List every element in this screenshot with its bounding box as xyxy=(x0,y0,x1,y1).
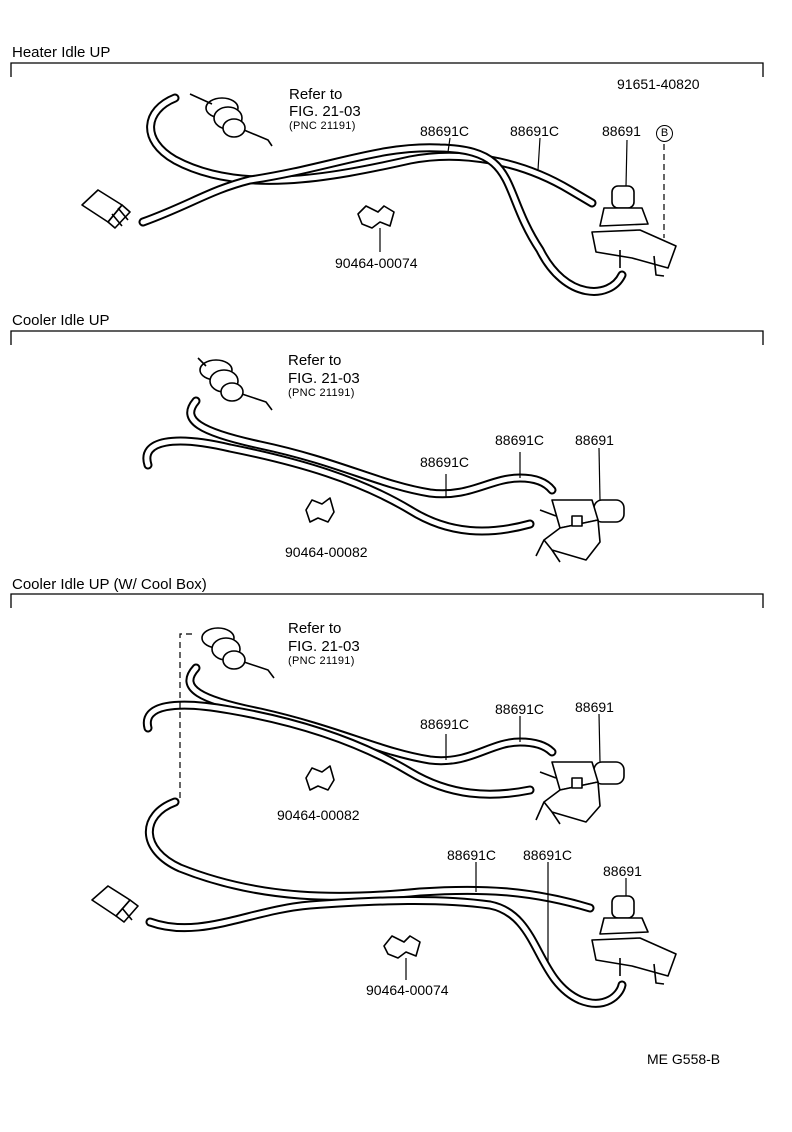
pnc-reference: (PNC 21191) xyxy=(288,387,355,399)
bolt-badge: B xyxy=(656,125,673,142)
cooler-idle-actuator-icon xyxy=(197,357,273,411)
heater-hoses xyxy=(138,93,627,296)
cooler-clip-icon xyxy=(305,497,335,523)
heater-clip-icon xyxy=(357,205,395,252)
section-frame-cooler xyxy=(10,330,764,345)
coolbox-clip2-icon xyxy=(383,935,421,980)
refer-to-label: Refer to xyxy=(288,620,342,637)
coolbox-upper-hoses xyxy=(142,663,557,799)
heater-vsv-icon xyxy=(591,185,677,277)
section-frame-heater xyxy=(10,62,764,77)
part-number-vsv: 88691 xyxy=(575,699,614,715)
coolbox-lower-hoses xyxy=(144,797,627,1008)
heater-idle-actuator-icon xyxy=(189,93,273,147)
part-number-hose-c: 88691C xyxy=(447,847,497,863)
part-number-clip2: 90464-00074 xyxy=(366,982,449,998)
part-number-hose-d: 88691C xyxy=(523,847,573,863)
section-title-cooler: Cooler Idle UP xyxy=(12,312,110,329)
part-number-hose-a: 88691C xyxy=(420,123,470,139)
figure-reference: FIG. 21-03 xyxy=(288,638,360,655)
part-number-hose-a: 88691C xyxy=(420,454,470,470)
heater-connector-icon xyxy=(81,189,131,229)
coolbox-dashed-guide xyxy=(179,633,192,800)
part-number-hose-a: 88691C xyxy=(420,716,470,732)
part-number-vsv2: 88691 xyxy=(603,863,642,879)
cooler-vsv-icon xyxy=(535,499,625,563)
part-number-vsv: 88691 xyxy=(575,432,614,448)
part-number-hose-b: 88691C xyxy=(495,701,545,717)
pnc-reference: (PNC 21191) xyxy=(288,655,355,667)
part-number-clip: 90464-00074 xyxy=(335,255,418,271)
coolbox-vsv2-icon xyxy=(591,895,677,985)
part-number-bolt: 91651-40820 xyxy=(617,76,700,92)
refer-to-label: Refer to xyxy=(288,352,342,369)
part-number-hose-b: 88691C xyxy=(495,432,545,448)
cooler-hoses xyxy=(142,396,557,536)
pnc-reference: (PNC 21191) xyxy=(289,120,356,132)
figure-reference: FIG. 21-03 xyxy=(289,103,361,120)
figure-reference: FIG. 21-03 xyxy=(288,370,360,387)
section-title-cooler-box: Cooler Idle UP (W/ Cool Box) xyxy=(12,576,207,593)
refer-to-label: Refer to xyxy=(289,86,343,103)
coolbox-vsv-icon xyxy=(535,761,625,825)
coolbox-idle-actuator-icon xyxy=(201,627,275,679)
section-frame-cooler-box xyxy=(10,593,764,608)
part-number-hose-b: 88691C xyxy=(510,123,560,139)
part-number-clip: 90464-00082 xyxy=(277,807,360,823)
drawing-code: ME G558-B xyxy=(647,1051,721,1067)
part-number-vsv: 88691 xyxy=(602,123,641,139)
section-title-heater: Heater Idle UP xyxy=(12,44,111,61)
part-number-clip: 90464-00082 xyxy=(285,544,368,560)
coolbox-clip-icon xyxy=(305,765,335,791)
coolbox-connector-icon xyxy=(91,885,139,923)
